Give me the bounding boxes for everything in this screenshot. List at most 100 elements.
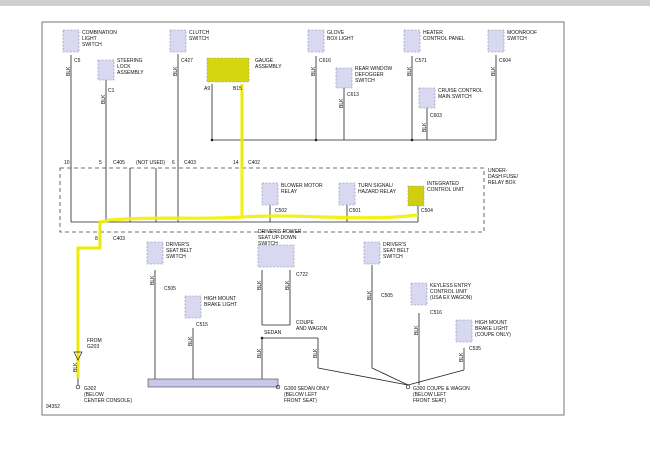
conn-c515: C515 <box>196 322 208 328</box>
wire-blk-11: BLK <box>257 280 263 290</box>
cruise-switch-box <box>418 87 436 109</box>
label-steering-lock: STEERING LOCK ASSEMBLY <box>117 58 144 76</box>
wire-blk-9: BLK <box>150 275 156 285</box>
wire-blk-10: BLK <box>188 336 194 346</box>
label-ground-g300a: G300 SEDAN ONLY (BELOW LEFT FRONT SEAT) <box>284 386 330 404</box>
conn-c501: C501 <box>349 208 361 214</box>
wires <box>70 54 497 386</box>
label-figure-id: 94352 <box>46 404 60 410</box>
label-driver-belt-right: DRIVER'S SEAT BELT SWITCH <box>383 242 410 260</box>
pin-a9: A9 <box>204 86 211 92</box>
combination-light-switch-box <box>62 29 80 53</box>
conn-c516: C516 <box>430 310 442 316</box>
label-hazard-relay: TURN SIGNAL/ HAZARD RELAY <box>358 183 396 195</box>
label-coupe-wagon: COUPE AND WAGON <box>296 320 328 332</box>
conn-c604: C604 <box>499 58 511 64</box>
label-gauge-assembly: GAUGE ASSEMBLY <box>255 58 282 70</box>
wire-blk-13: BLK <box>257 348 263 358</box>
wire-blk-6: BLK <box>422 122 428 132</box>
conn-c504: C504 <box>421 208 433 214</box>
wire-blk-2: BLK <box>173 66 179 76</box>
wire-blk-15: BLK <box>367 290 373 300</box>
steering-lock-box <box>97 59 115 81</box>
label-heater-panel: HEATER CONTROL PANEL <box>423 30 465 42</box>
label-icu: INTEGRATED CONTROL UNIT <box>427 181 465 193</box>
fuse-pin-6: 6 <box>172 160 175 166</box>
conn-c535: C535 <box>469 346 481 352</box>
conn-c427: C427 <box>181 58 193 64</box>
ground-bar <box>147 378 279 388</box>
conn-c1: C1 <box>108 88 115 94</box>
label-fuse-box: UNDER- DASH FUSE/ RELAY BOX <box>488 168 519 186</box>
label-blower-relay: BLOWER MOTOR RELAY <box>281 183 323 195</box>
fuse-conn-c403: C403 <box>184 160 196 166</box>
wire-blk-7: BLK <box>491 66 497 76</box>
wire-blk-1: BLK <box>66 66 72 76</box>
label-moonroof: MOONROOF SWITCH <box>507 30 537 42</box>
wire-blk-16: BLK <box>414 325 420 335</box>
moonroof-switch-box <box>487 29 505 53</box>
label-hm-brake: HIGH MOUNT BRAKE LIGHT <box>204 296 238 308</box>
fuse-conn-c405: C405 <box>113 160 125 166</box>
fuse-pin-14: 14 <box>233 160 239 166</box>
label-from-g203: FROM G203 <box>87 338 102 350</box>
fuse-pin-5: 5 <box>99 160 102 166</box>
hm-brake-coupe-box <box>455 319 473 343</box>
ground-symbols <box>73 351 411 390</box>
label-ground-g300b: G300 COUPE & WAGON (BELOW LEFT FRONT SEA… <box>413 386 470 404</box>
fuse-bottom-conn: C403 <box>113 236 125 242</box>
power-seat-box <box>257 244 295 268</box>
conn-c722: C722 <box>296 272 308 278</box>
wire-blk-17: BLK <box>459 352 465 362</box>
conn-c613: C613 <box>347 92 359 98</box>
wire-blk-14: BLK <box>313 348 319 358</box>
highlight-path <box>76 84 419 378</box>
hm-brake-box <box>184 295 202 319</box>
conn-c505-right: C505 <box>381 293 393 299</box>
browser-top-strip <box>0 0 650 6</box>
label-rear-defogger: REAR WINDOW DEFOGGER SWITCH <box>355 66 393 84</box>
gauge-assembly-box <box>206 57 250 83</box>
driver-belt-right-box <box>363 241 381 265</box>
wire-blk-4: BLK <box>339 98 345 108</box>
hazard-relay-box <box>338 182 356 206</box>
label-sedan: SEDAN <box>264 330 282 336</box>
blower-relay-box <box>261 182 279 206</box>
fuse-pin-10: 10 <box>64 160 70 166</box>
wire-blk-12: BLK <box>285 280 291 290</box>
glove-box-light-box <box>307 29 325 53</box>
label-ground-g302: G302 (BELOW CENTER CONSOLE) <box>84 386 133 404</box>
conn-c571: C571 <box>415 58 427 64</box>
wire-blk-8: BLK <box>101 94 107 104</box>
conn-c616: C616 <box>319 58 331 64</box>
label-glove-box: GLOVE BOX LIGHT <box>327 30 354 42</box>
conn-c603: C603 <box>430 113 442 119</box>
wire-blk-18: BLK <box>73 362 79 372</box>
fuse-bottom-pin: 8 <box>95 236 98 242</box>
fuse-relay-box-outline <box>59 167 485 233</box>
label-hm-brake-coupe: HIGH MOUNT BRAKE LIGHT (COUPE ONLY) <box>475 320 511 338</box>
clutch-switch-box <box>169 29 187 53</box>
pin-b15: B15 <box>233 86 242 92</box>
conn-c5: C5 <box>74 58 81 64</box>
components <box>62 29 505 343</box>
conn-c502: C502 <box>275 208 287 214</box>
label-clutch-switch: CLUTCH SWITCH <box>189 30 210 42</box>
junction-dots <box>210 138 414 340</box>
label-power-seat: DRIVER'S POWER SEAT UP-DOWN SWITCH <box>258 229 302 247</box>
conn-c505-left: C505 <box>164 286 176 292</box>
label-keyless: KEYLESS ENTRY CONTROL UNIT (USA EX WAGON… <box>430 283 473 301</box>
icu-box <box>407 185 425 207</box>
label-not-used: (NOT USED) <box>136 160 166 166</box>
label-cruise-switch: CRUISE CONTROL MAIN SWITCH <box>438 88 483 100</box>
keyless-box <box>410 282 428 306</box>
label-driver-belt-left: DRIVER'S SEAT BELT SWITCH <box>166 242 193 260</box>
driver-belt-left-box <box>146 241 164 265</box>
diagram-frame <box>41 21 565 416</box>
rear-defogger-box <box>335 67 353 89</box>
heater-panel-box <box>403 29 421 53</box>
wire-blk-3: BLK <box>311 66 317 76</box>
fuse-conn-c402: C402 <box>248 160 260 166</box>
label-combination-switch: COMBINATION LIGHT SWITCH <box>82 30 117 48</box>
